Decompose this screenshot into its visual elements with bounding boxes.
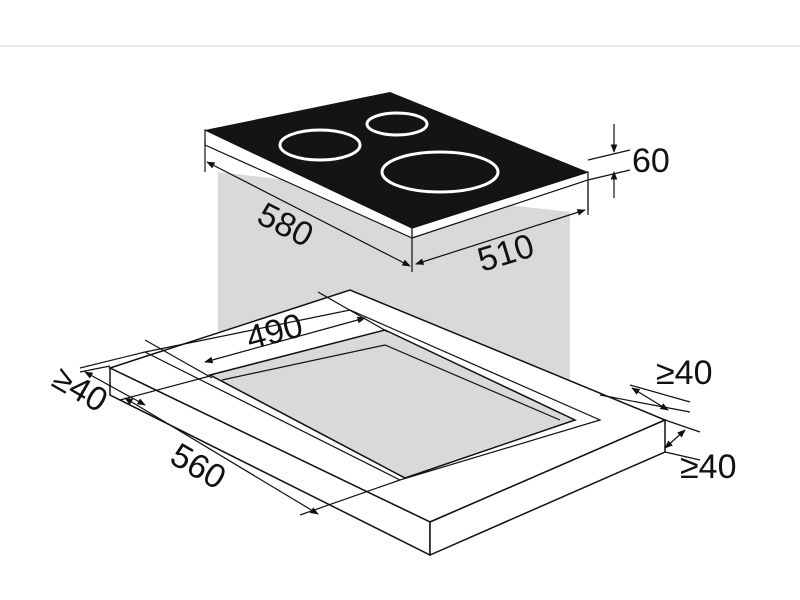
- dim-490-ext-left: [144, 339, 213, 379]
- dim-560-ext-left: [119, 375, 211, 401]
- dim-560-ext-right: [299, 479, 401, 516]
- dim-left40-ext-outer: [79, 365, 111, 373]
- dim-right40a-arrow: [631, 387, 669, 411]
- dimension-lines: [79, 124, 701, 516]
- dim-right40b-ext-2: [664, 451, 701, 461]
- dim-right40b-arrow: [664, 429, 686, 449]
- cooking-zone-small: [365, 111, 429, 137]
- label-clearance-right-top: ≥40: [656, 354, 712, 392]
- dim-560-line: [124, 397, 319, 515]
- dim-60-ext-top: [587, 149, 631, 161]
- dim-490-ext-right: [317, 291, 389, 333]
- dim-510-line: [415, 209, 586, 265]
- dim-580-line: [206, 161, 411, 267]
- dim-60-ext-bottom: [587, 169, 631, 181]
- cooking-zone-medium: [278, 128, 362, 162]
- dim-left40-ext-inner: [79, 351, 146, 369]
- label-clearance-left: ≥40: [46, 359, 114, 420]
- countertop: [107, 289, 667, 557]
- dim-490-line: [204, 316, 366, 364]
- cutout-inner-wall: [221, 344, 561, 421]
- label-clearance-right-bottom: ≥40: [680, 448, 736, 486]
- label-hob-height: 60: [632, 142, 670, 180]
- dim-right40b-ext-1: [664, 419, 701, 433]
